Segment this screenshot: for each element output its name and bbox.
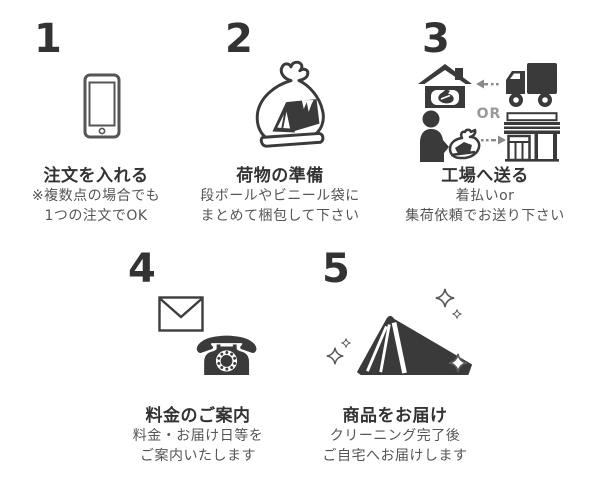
step-3-icon-area: OR (385, 58, 585, 162)
step-4-number: 4 (128, 246, 156, 292)
step-2-title: 荷物の準備 (236, 166, 324, 186)
step-4-subtitle-line: 料金・お届け日等を (132, 428, 264, 444)
step-3-subtitle-line: 集荷依頼でお送り下さい (405, 208, 565, 224)
envelope-icon (158, 296, 204, 332)
step-5-deliver: 5 (295, 246, 495, 466)
house-receive-icon (418, 64, 472, 108)
arrow-right-icon (481, 135, 506, 145)
step-1-subtitle-line: ※複数点の場合でも (31, 188, 161, 204)
step-1-icon-area (8, 58, 184, 158)
sparkle-icon (326, 347, 344, 365)
person-dropoff-icon (420, 110, 481, 162)
step-5-title: 商品をお届け (342, 406, 448, 426)
step-2-number: 2 (225, 16, 253, 62)
step-5-number: 5 (322, 246, 350, 292)
step-5-subtitle-line: クリーニング完了後 (329, 428, 461, 444)
sparkle-icon (452, 309, 462, 319)
sparkle-icon (435, 288, 455, 308)
step-5-icon-area (295, 288, 495, 398)
telephone-icon: ☎ (193, 325, 261, 388)
step-4-subtitle-line: ご案内いたします (140, 448, 256, 464)
step-1-subtitle-line: 1つの注文でOK (44, 208, 148, 224)
storefront-icon (504, 112, 560, 162)
step-4-icon-area: ☎ (105, 288, 291, 398)
step-3-number: 3 (422, 16, 450, 62)
truck-icon (506, 63, 557, 107)
step-1-number: 1 (34, 16, 62, 62)
smartphone-icon (83, 73, 121, 139)
step-2-icon-area (190, 58, 370, 158)
sparkle-icon (448, 353, 468, 373)
arrow-left-icon (476, 79, 499, 89)
step-1-title: 注文を入れる (43, 166, 149, 186)
step-3-title: 工場へ送る (441, 166, 529, 186)
or-label: OR (476, 106, 502, 122)
step-1-order: 1 注文を入れる ※複数点の場合でも 1つの注文でOK (8, 16, 184, 226)
step-2-subtitle-line: 段ボールやビニール袋に (200, 188, 360, 204)
step-3-subtitle-line: 着払いor (455, 188, 515, 204)
step-4-quote: 4 ☎ 料金のご案内 料金・お届け日等を ご案内いたします (105, 246, 291, 466)
laundry-bag-icon (255, 60, 325, 148)
step-3-ship: 3 (385, 16, 585, 226)
step-2-pack: 2 荷物の準備 段ボールやビニール袋に まとめて梱包して下さい (190, 16, 370, 226)
step-5-subtitle-line: ご自宅へお届けします (322, 448, 468, 464)
step-2-subtitle-line: まとめて梱包して下さい (200, 208, 360, 224)
sparkle-icon (341, 338, 351, 348)
tent-icon (356, 315, 473, 375)
step-4-title: 料金のご案内 (145, 406, 251, 426)
